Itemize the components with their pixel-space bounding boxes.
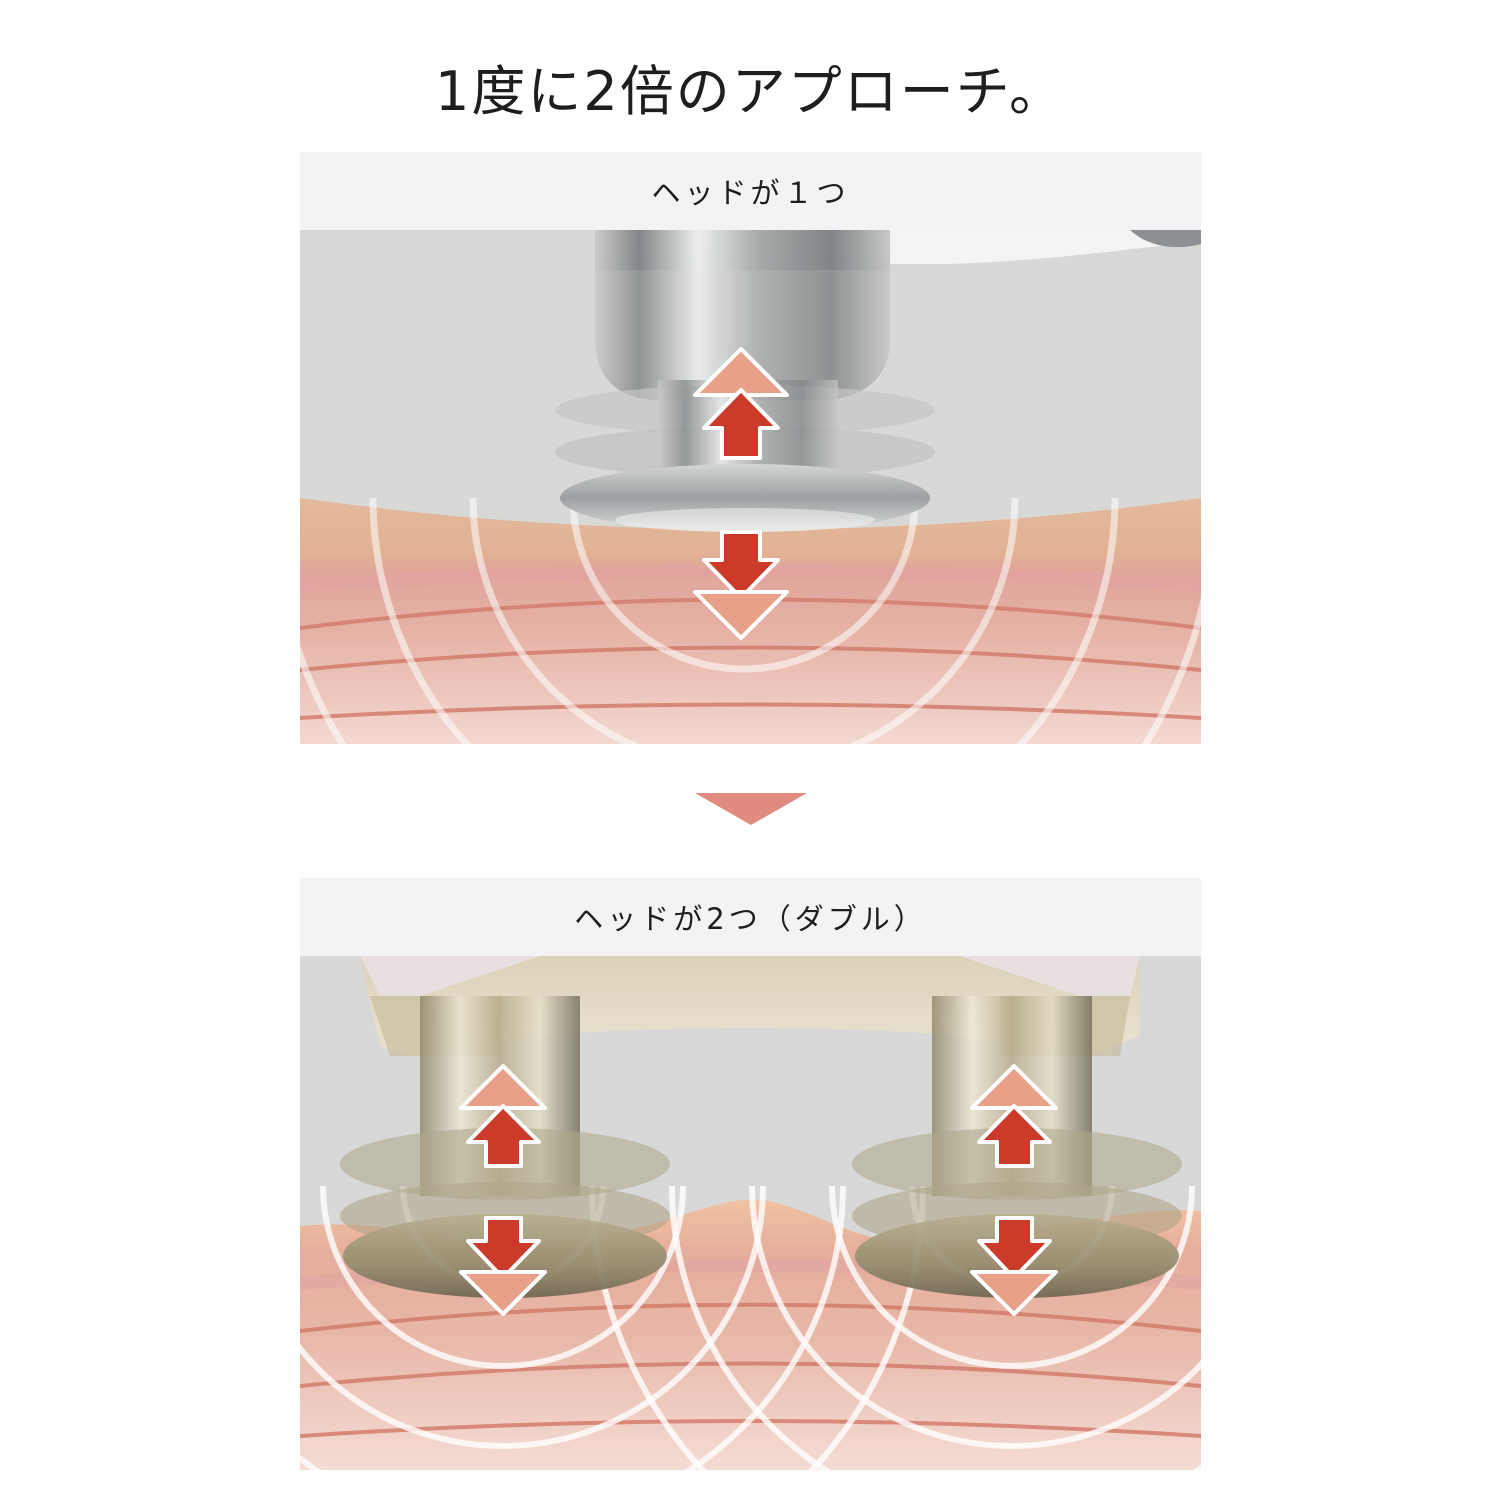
up-arrow-icon <box>693 347 789 460</box>
up-arrow-icon <box>459 1064 547 1168</box>
panel-header: ヘッドが１つ <box>300 152 1201 230</box>
panel-header-label: ヘッドが2つ（ダブル） <box>574 902 927 936</box>
single-head-illustration <box>300 230 1201 744</box>
page-title: 1度に2倍のアプローチ。 <box>434 60 1065 123</box>
single-head-panel: ヘッドが１つ <box>300 152 1201 744</box>
triangle-down-icon <box>695 793 807 825</box>
double-head-panel: ヘッドが2つ（ダブル） <box>300 878 1201 1470</box>
down-arrow-icon <box>970 1216 1058 1316</box>
panel-header: ヘッドが2つ（ダブル） <box>300 878 1201 956</box>
double-head-illustration <box>300 956 1201 1470</box>
down-arrow-icon <box>459 1216 547 1316</box>
up-arrow-icon <box>970 1064 1058 1168</box>
down-arrow-icon <box>693 530 789 640</box>
panel-header-label: ヘッドが１つ <box>651 176 850 210</box>
